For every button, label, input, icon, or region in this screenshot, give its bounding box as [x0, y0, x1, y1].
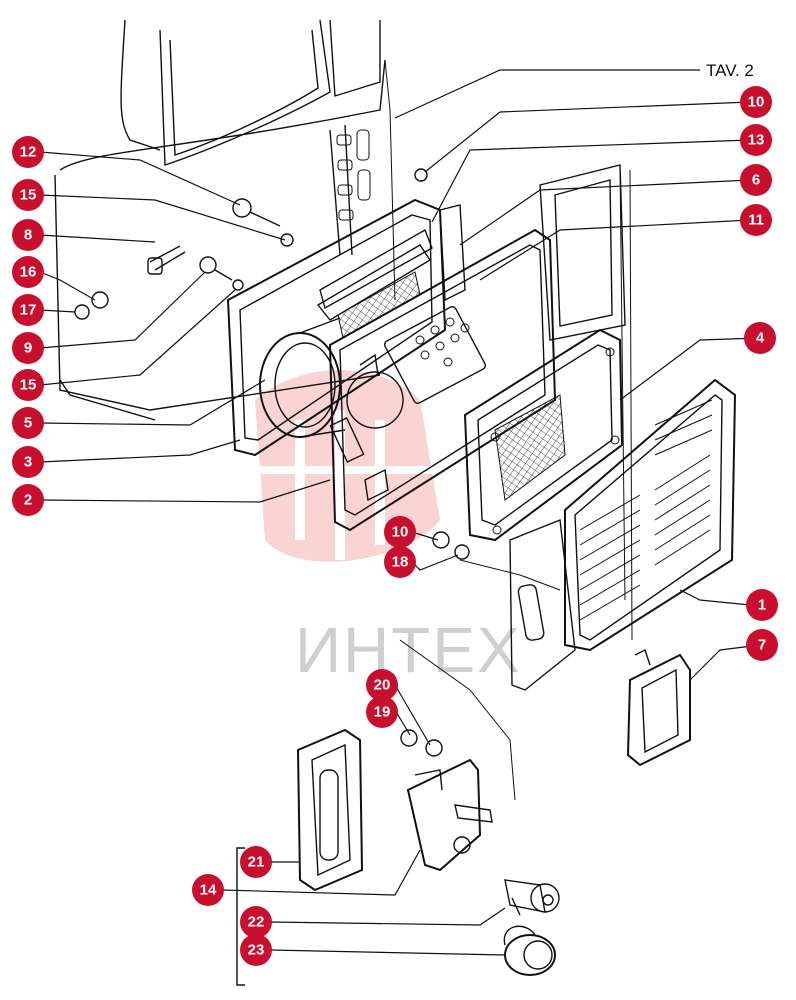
- callout-21: 21: [240, 846, 272, 878]
- callout-5: 5: [12, 407, 44, 439]
- callout-22: 22: [240, 906, 272, 938]
- svg-text:5: 5: [24, 415, 32, 432]
- knob-12: [232, 198, 252, 218]
- svg-text:4: 4: [756, 330, 765, 347]
- svg-text:7: 7: [758, 637, 766, 654]
- svg-text:20: 20: [374, 677, 391, 694]
- svg-text:12: 12: [20, 144, 37, 161]
- callout-3: 3: [12, 446, 44, 478]
- part-latch-14: [406, 758, 493, 872]
- part-lock-22: [504, 879, 560, 916]
- callout-9: 9: [12, 332, 44, 364]
- callout-17: 17: [12, 294, 44, 326]
- part-filter-frame-4: [463, 328, 624, 542]
- switch-knobs: [415, 317, 470, 367]
- watermark-text: ИНТЕХ: [295, 614, 522, 686]
- svg-text:13: 13: [748, 132, 765, 149]
- watermark-logo: [240, 370, 460, 562]
- svg-text:15: 15: [20, 187, 37, 204]
- svg-text:8: 8: [24, 227, 32, 244]
- svg-text:16: 16: [20, 264, 37, 281]
- svg-text:3: 3: [24, 454, 32, 471]
- svg-text:14: 14: [200, 882, 217, 899]
- part-duct-ring-5: [259, 317, 346, 438]
- callout-4: 4: [744, 322, 776, 354]
- callout-20: 20: [366, 669, 398, 701]
- callout-13: 13: [740, 124, 772, 156]
- svg-text:15: 15: [20, 377, 37, 394]
- part-gasket-3: [226, 198, 447, 457]
- svg-text:2: 2: [24, 492, 32, 509]
- callout-10: 10: [740, 86, 772, 118]
- sheet-label: TAV. 2: [706, 61, 754, 80]
- callout-1: 1: [746, 589, 778, 621]
- svg-text:10: 10: [748, 94, 765, 111]
- svg-text:11: 11: [748, 212, 764, 229]
- part-grille-cover-1: [509, 378, 737, 691]
- callout-19: 19: [366, 696, 398, 728]
- callout-23: 23: [240, 934, 272, 966]
- part-lock-cap-23: [503, 925, 556, 976]
- callout-11: 11: [740, 204, 772, 236]
- svg-text:18: 18: [392, 554, 409, 571]
- svg-text:23: 23: [248, 942, 265, 959]
- car-body-outline: [54, 19, 633, 801]
- svg-text:6: 6: [752, 172, 760, 189]
- svg-text:10: 10: [392, 524, 409, 541]
- hardware-screws: [74, 168, 470, 757]
- svg-text:17: 17: [20, 302, 37, 319]
- leader-lines: [39, 101, 761, 956]
- callout-8: 8: [12, 219, 44, 251]
- svg-text:1: 1: [758, 597, 766, 614]
- part-inner-frame: [316, 204, 466, 339]
- callout-6: 6: [740, 164, 772, 196]
- callout-16: 16: [12, 256, 44, 288]
- sheet-label-leader: [394, 69, 700, 119]
- callout-7: 7: [746, 629, 778, 661]
- callout-12: 12: [12, 136, 44, 168]
- part-bezel-21: [296, 728, 364, 892]
- callout-18: 18: [384, 546, 416, 578]
- part-handle-7: [626, 649, 691, 767]
- svg-text:9: 9: [24, 340, 32, 357]
- callout-10-lower: 10: [384, 516, 416, 548]
- callout-15: 15: [12, 179, 44, 211]
- callout-2: 2: [12, 484, 44, 516]
- callout-14: 14: [192, 874, 224, 906]
- svg-text:19: 19: [374, 704, 391, 721]
- svg-text:22: 22: [248, 914, 265, 931]
- grille-louvers: [579, 399, 713, 621]
- group-bracket: [236, 847, 245, 986]
- svg-text:21: 21: [248, 854, 265, 871]
- callout-15-lower: 15: [12, 369, 44, 401]
